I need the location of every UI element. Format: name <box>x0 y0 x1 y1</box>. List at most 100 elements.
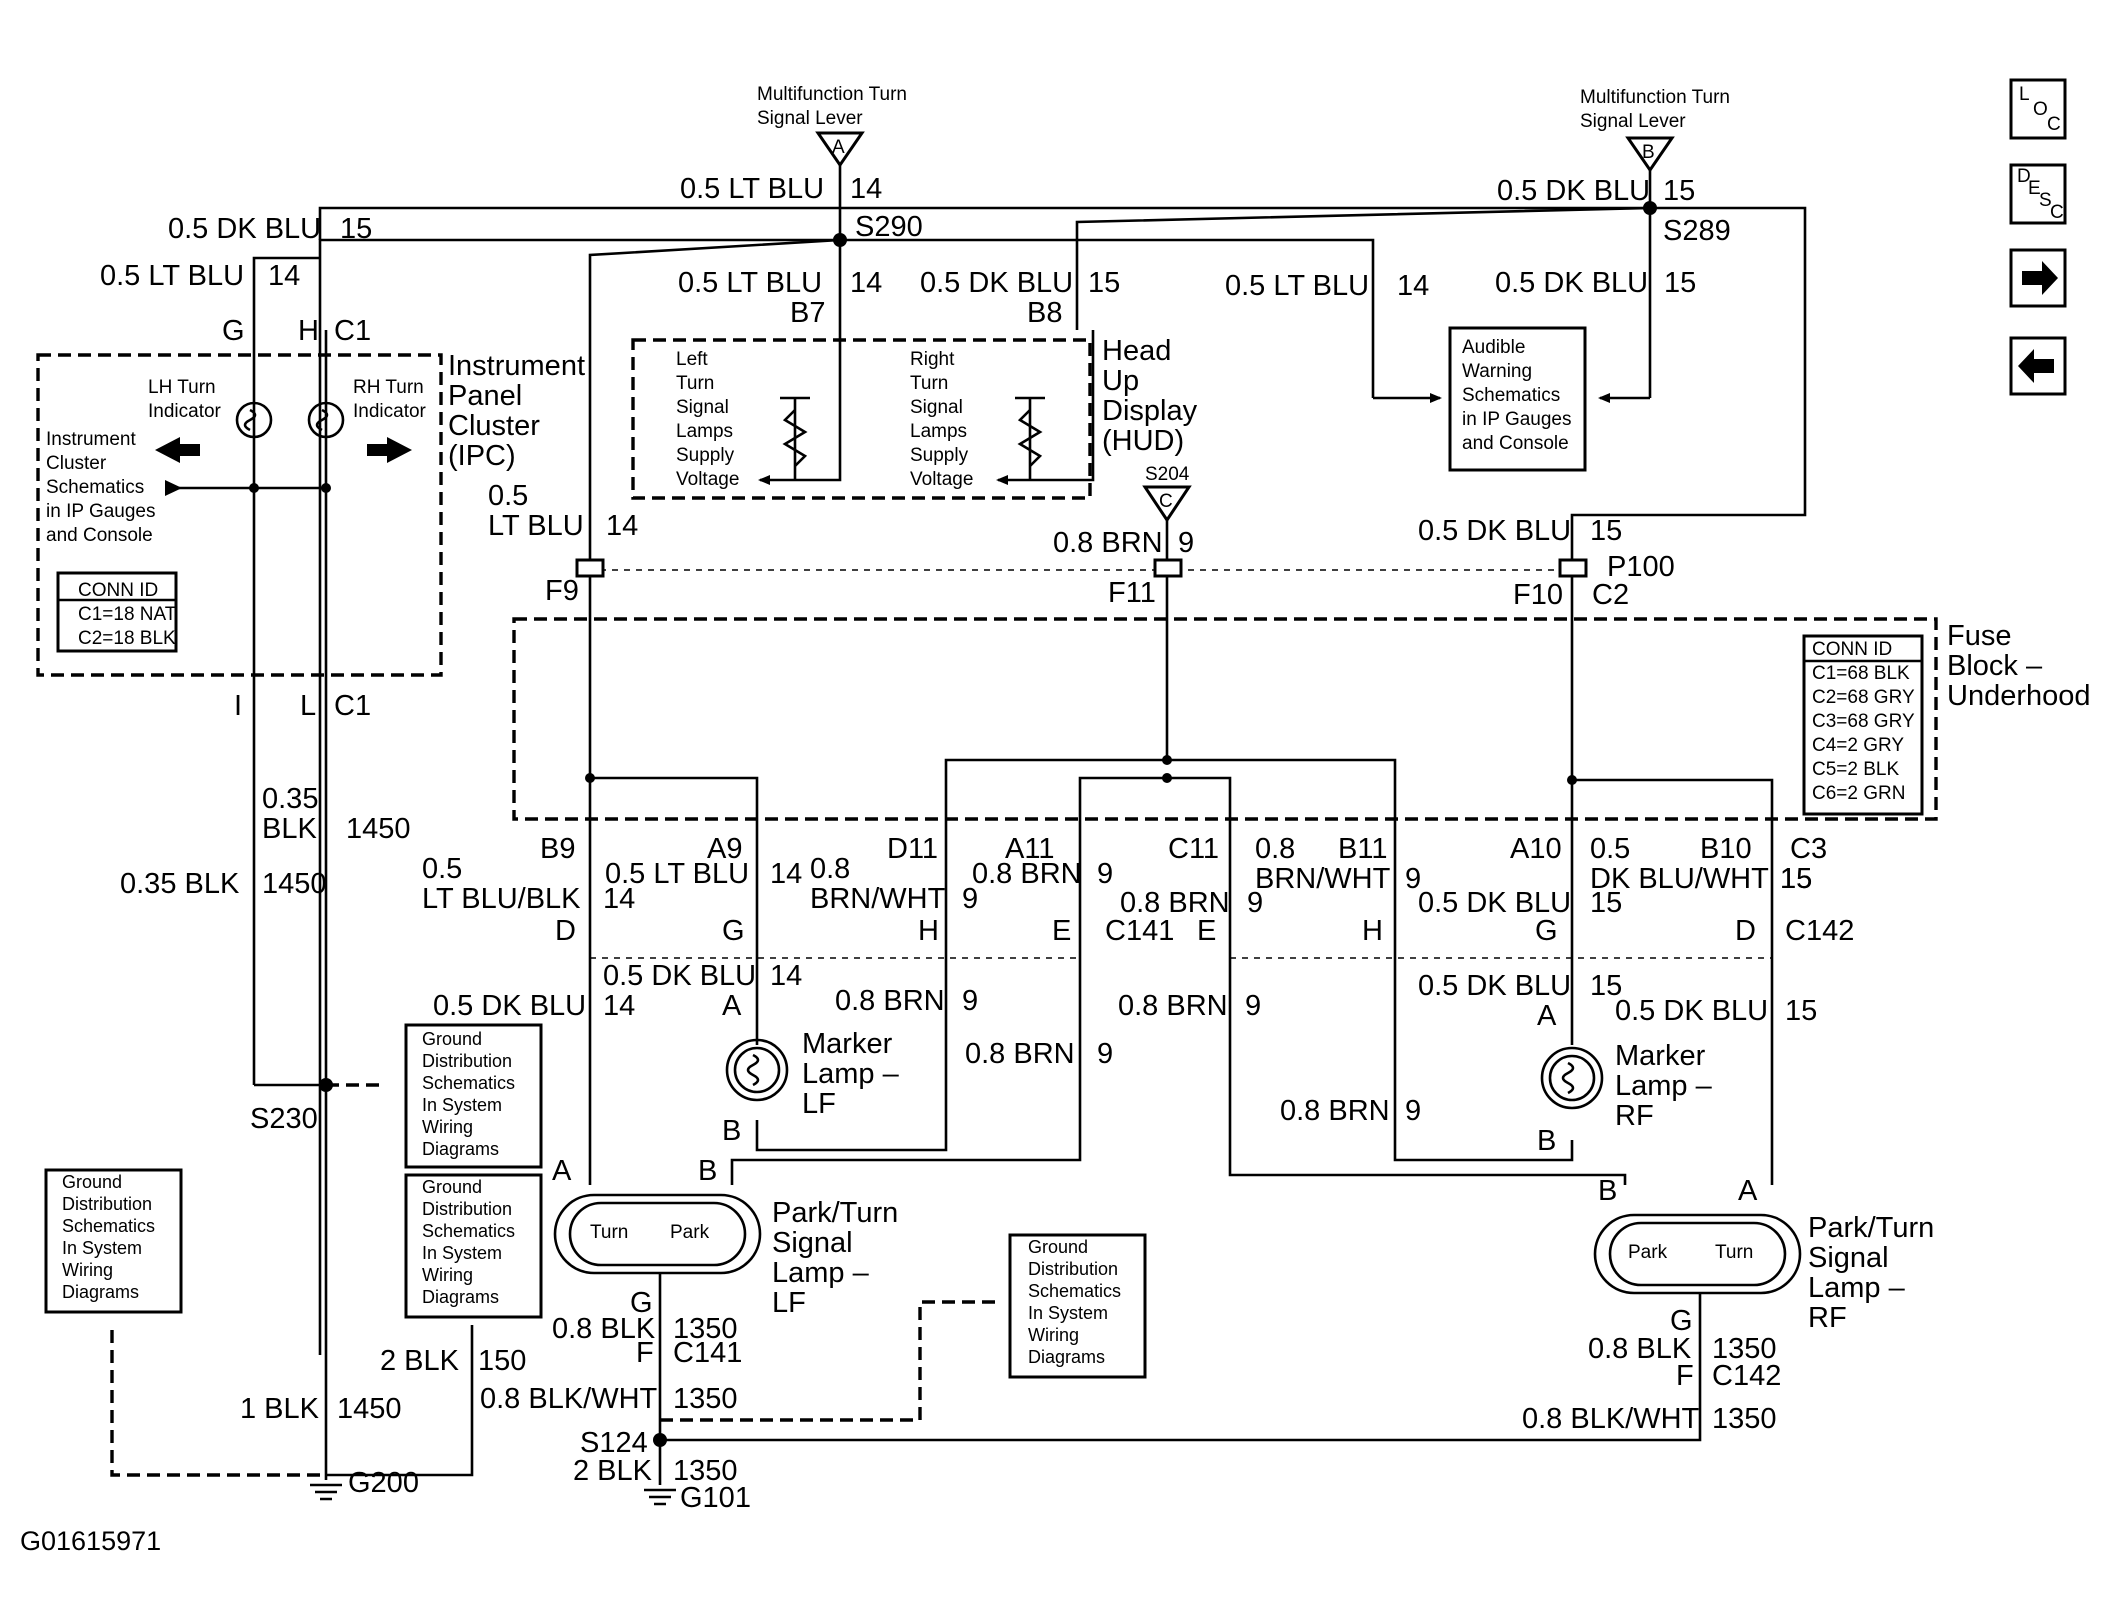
park-rf-title: Lamp – <box>1808 1272 1906 1304</box>
ground-schematic-text: Wiring <box>422 1117 473 1137</box>
a-num-label: 14 <box>850 173 882 205</box>
rw-dk2-label: 0.5 DK BLU <box>1615 995 1768 1027</box>
ground-wiring <box>110 1300 1702 1506</box>
ground-schematic-text: Schematics <box>1028 1281 1121 1301</box>
lg-n-label: 1350 <box>673 1313 738 1345</box>
g200-w1-label: 2 BLK <box>380 1345 460 1377</box>
mf-lever-a-title: Signal Lever <box>757 108 863 129</box>
blk-ln-label: 1450 <box>262 868 327 900</box>
ipc-box <box>36 353 443 677</box>
lw-brn2-label: 0.8 BRN <box>965 1038 1075 1070</box>
audible-warning-label: Audible <box>1462 337 1525 358</box>
lw-brn1-label: 0.8 BRN <box>835 985 945 1017</box>
mf-lever-a-connector: A <box>815 131 865 168</box>
rw-a-label: A <box>1537 1000 1557 1032</box>
svg-text:S204: S204 <box>1145 464 1190 485</box>
marker-lamp-rf-title: Lamp – <box>1615 1070 1713 1102</box>
hud-left-label: Lamps <box>676 421 733 442</box>
ground-schematic-text: Ground <box>62 1172 122 1192</box>
marker-lamp-lf-title: Marker <box>802 1028 893 1060</box>
arrow-right-icon <box>2022 261 2058 295</box>
ipc-schematics-label: Cluster <box>46 453 107 474</box>
hud-left-label: Supply <box>676 445 735 466</box>
ipc-conn-id <box>56 571 178 653</box>
s124-label: S124 <box>580 1427 648 1459</box>
g200-n2-label: 1450 <box>337 1393 402 1425</box>
audible-warning-label: Warning <box>1462 361 1532 382</box>
f11-label: F11 <box>1108 577 1156 609</box>
rg-n-label: 1350 <box>1712 1333 1777 1365</box>
h-label: H <box>298 315 319 347</box>
ipc-conn-id-text: CONN ID <box>78 580 158 601</box>
a9-n-label: 14 <box>770 858 802 890</box>
lw-brn3-label: 0.8 BRN <box>1118 990 1228 1022</box>
park-lf-title: Lamp – <box>772 1257 870 1289</box>
fuse-block-title: Fuse <box>1947 620 2011 652</box>
hud-right-label: Turn <box>910 373 948 394</box>
hud-right-label: Signal <box>910 397 963 418</box>
ipc-schematics-label: Schematics <box>46 477 144 498</box>
rh-turn-label: RH Turn <box>353 377 424 398</box>
lower-wiring <box>588 820 1774 1185</box>
f11-wire-label: 0.8 BRN <box>1053 527 1163 559</box>
hud-title: Up <box>1102 365 1139 397</box>
blk-w2-label: BLK <box>262 813 317 845</box>
loc-button[interactable]: LOC <box>2009 78 2067 140</box>
fuse-conn-id <box>1802 634 1924 816</box>
ground-schematic-box-3 <box>44 1168 183 1314</box>
h2-label: H <box>1362 915 1383 947</box>
ground-schematic-text: Distribution <box>1028 1259 1118 1279</box>
svg-text:D: D <box>2017 166 2031 187</box>
previous-page-button[interactable] <box>2009 336 2067 396</box>
svg-text:O: O <box>2033 99 2048 120</box>
rw-b-label: B <box>1537 1125 1556 1157</box>
a9-w-label: 0.5 LT BLU <box>605 858 749 890</box>
ground-icon <box>644 1488 676 1506</box>
lh-turn-indicator-icon <box>235 401 273 439</box>
svg-text:C: C <box>2047 114 2061 135</box>
l-dkblu-label: 0.5 DK BLU <box>168 213 321 245</box>
lg-n2-label: 1350 <box>673 1383 738 1415</box>
ipc-title: (IPC) <box>448 440 516 472</box>
b8-label: B8 <box>1027 297 1062 329</box>
lg-w-label: 0.8 BLK <box>552 1313 656 1345</box>
f9-n-label: 14 <box>606 510 638 542</box>
ground-schematic-text: Schematics <box>422 1073 515 1093</box>
hud-right-label: Right <box>910 349 955 370</box>
rg-w-label: 0.8 BLK <box>1588 1333 1692 1365</box>
aw-l-wire-label: 0.5 LT BLU <box>1225 270 1369 302</box>
a10-label: A10 <box>1510 833 1562 865</box>
svg-text:C: C <box>2050 202 2064 223</box>
c3-n-label: 15 <box>1780 863 1812 895</box>
lw-dk2-label: 0.5 DK BLU <box>433 990 586 1022</box>
b11-w1-label: 0.8 <box>1255 833 1295 865</box>
ipc-schematics-label: Instrument <box>46 429 136 450</box>
mf-lever-b-title: Signal Lever <box>1580 111 1686 132</box>
arrow-left-icon <box>155 437 200 463</box>
ground-schematic-text: In System <box>1028 1303 1108 1323</box>
audible-warning-label: Schematics <box>1462 385 1560 406</box>
fuse-block-title: Underhood <box>1947 680 2091 712</box>
ipc-conn-id-text: C1=18 NAT <box>78 604 177 625</box>
f9-w2-label: LT BLU <box>488 510 584 542</box>
a11-label: A11 <box>1005 833 1054 865</box>
park-turn-lamp-lf <box>553 1193 762 1310</box>
park-lf-title: Signal <box>772 1227 853 1259</box>
hud-title: Head <box>1102 335 1171 367</box>
lg-g-label: G <box>630 1287 653 1319</box>
pr-b-label: B <box>1598 1175 1617 1207</box>
next-page-button[interactable] <box>2009 248 2067 308</box>
ipc-schematics-label: in IP Gauges <box>46 501 156 522</box>
f10-label: F10 <box>1513 579 1563 611</box>
s230-label: S230 <box>250 1103 318 1135</box>
arrow-right-icon <box>367 437 412 463</box>
fuse-internal-wiring <box>585 520 1774 820</box>
lh-turn-label: LH Turn <box>148 377 216 398</box>
c11-n-label: 9 <box>1247 887 1263 919</box>
svg-text:S: S <box>2039 190 2052 211</box>
aw-d-n-label: 15 <box>1664 267 1696 299</box>
aw-d-wire-label: 0.5 DK BLU <box>1495 267 1648 299</box>
b7-label: B7 <box>790 297 825 329</box>
